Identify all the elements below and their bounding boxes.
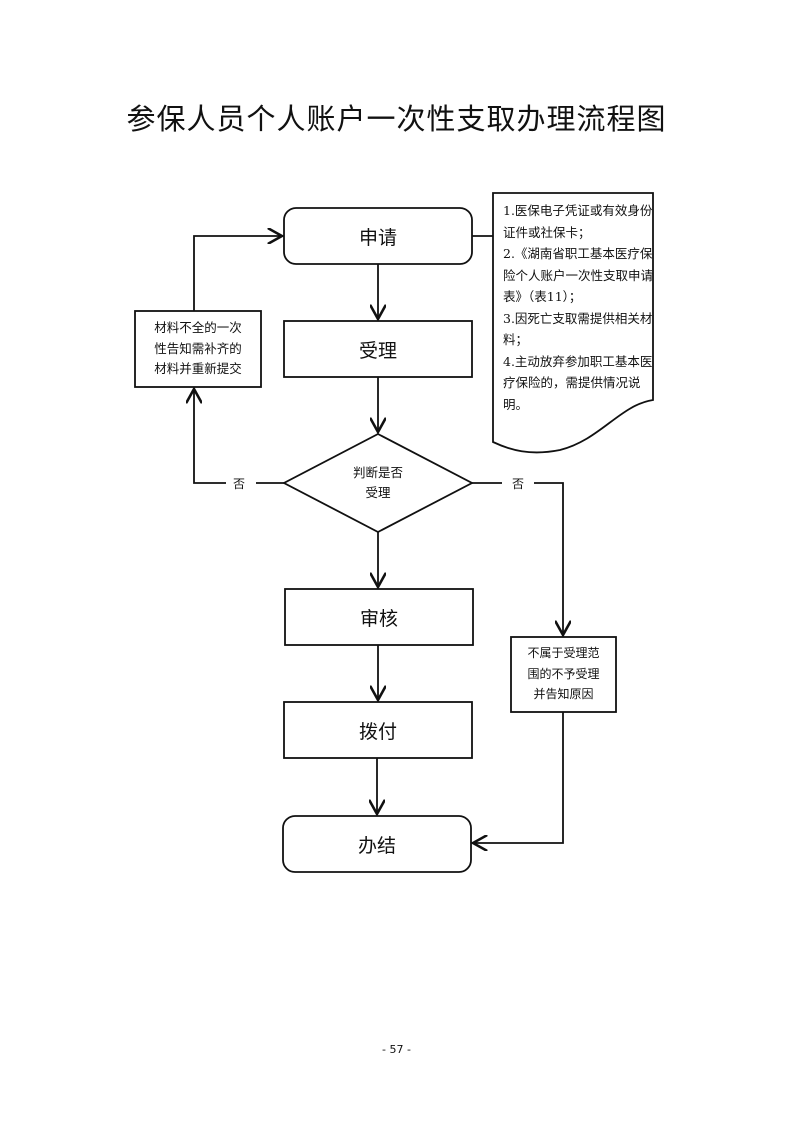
node-decision-label: 判断是否 受理 [318,463,438,503]
reject-line-1: 不属于受理范 [527,646,600,660]
node-review [284,588,474,646]
edge-left-to-supplement [194,389,226,484]
node-complete [282,815,472,873]
edge-right-to-reject [534,482,563,635]
note-item-4: 4.主动放弃参加职工基本医疗保险的，需提供情况说明。 [503,353,653,412]
decision-line-1: 判断是否 [352,465,403,480]
node-note [492,192,654,454]
edge-reject-complete [473,712,564,843]
note-item-1: 1.医保电子凭证或有效身份证件或社保卡； [503,203,653,240]
node-payment-label: 拨付 [358,720,397,743]
note-item-2: 2.《湖南省职工基本医疗保险个人账户一次性支取申请表》（表11）； [503,246,654,304]
node-supplement [134,310,262,388]
node-apply-label: 申请 [358,226,397,249]
supplement-line-3: 材料并重新提交 [154,361,242,376]
reject-line-3: 并告知原因 [533,687,594,701]
page-title: 参保人员个人账户一次性支取办理流程图 [126,102,667,136]
supplement-line-2: 性告知需补齐的 [154,340,242,356]
decision-line-2: 受理 [365,485,391,500]
node-supplement-label: 材料不全的一次 性告知需补齐的 材料并重新提交 [135,318,261,380]
reject-line-2: 围的不予受理 [527,666,600,681]
edge-label-right-no: 否 [509,475,528,492]
requirements-note: 1.医保电子凭证或有效身份证件或社保卡； 2.《湖南省职工基本医疗保险个人账户一… [503,200,657,415]
node-reject-label: 不属于受理范 围的不予受理 并告知原因 [511,643,616,705]
edge-supplement-apply [193,236,282,311]
edge-label-left-no: 否 [230,475,249,492]
node-payment [283,701,473,759]
node-accept-label: 受理 [358,339,397,362]
page-number: - 57 - [382,1043,411,1056]
supplement-line-1: 材料不全的一次 [154,320,242,335]
node-review-label: 审核 [359,607,398,630]
node-complete-label: 办结 [357,834,396,857]
note-item-3: 3.因死亡支取需提供相关材料； [503,310,653,348]
